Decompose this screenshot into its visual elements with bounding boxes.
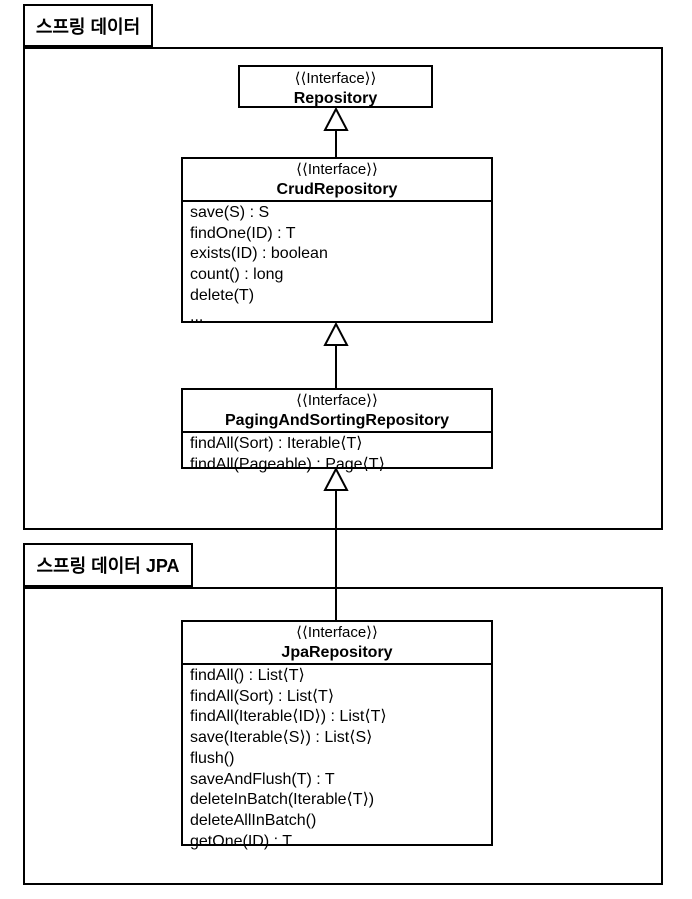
method-item: ...	[190, 307, 204, 325]
package-tab-spring-data-jpa: 스프링 데이터 JPA	[23, 543, 193, 587]
stereotype-label: ⟨⟨Interface⟩⟩	[296, 624, 378, 641]
method-item: getOne(ID) : T	[190, 832, 292, 850]
method-item: findAll(Pageable) : Page⟨T⟩	[190, 455, 385, 473]
method-item: save(S) : S	[190, 204, 270, 221]
method-item: delete(T)	[190, 286, 255, 304]
package-label-spring-data-jpa: 스프링 데이터 JPA	[36, 556, 180, 576]
class-header: ⟨⟨Interface⟩⟩ PagingAndSortingRepository	[183, 390, 491, 431]
class-name: PagingAndSortingRepository	[225, 412, 449, 429]
stereotype-label: ⟨⟨Interface⟩⟩	[296, 392, 378, 409]
class-name: Repository	[293, 90, 378, 107]
class-box-crud-repository: ⟨⟨Interface⟩⟩ CrudRepository save(S) : S…	[181, 157, 493, 325]
method-item: count() : long	[190, 266, 284, 284]
method-item: findAll(Iterable⟨ID⟩) : List⟨T⟩	[190, 708, 387, 726]
method-item: findAll(Sort) : Iterable⟨T⟩	[190, 435, 363, 452]
method-item: save(Iterable⟨S⟩) : List⟨S⟩	[190, 729, 373, 747]
stereotype-label: ⟨⟨Interface⟩⟩	[294, 70, 377, 87]
package-tab-spring-data: 스프링 데이터	[23, 4, 153, 47]
method-item: saveAndFlush(T) : T	[190, 770, 335, 788]
package-label-spring-data: 스프링 데이터	[35, 16, 141, 37]
method-item: findAll() : List⟨T⟩	[190, 667, 305, 684]
class-box-paging-and-sorting-repository: ⟨⟨Interface⟩⟩ PagingAndSortingRepository…	[181, 388, 493, 473]
class-header: ⟨⟨Interface⟩⟩ Repository	[240, 67, 431, 109]
class-header: ⟨⟨Interface⟩⟩ JpaRepository	[183, 622, 491, 663]
methods-compartment: findAll(Sort) : Iterable⟨T⟩ findAll(Pagea…	[183, 431, 491, 475]
method-item: findOne(ID) : T	[190, 224, 296, 242]
methods-compartment: findAll() : List⟨T⟩ findAll(Sort) : List⟨…	[183, 663, 491, 852]
method-item: exists(ID) : boolean	[190, 245, 328, 263]
method-item: flush()	[190, 749, 235, 767]
class-name: CrudRepository	[276, 181, 398, 198]
class-name: JpaRepository	[281, 644, 393, 661]
class-header: ⟨⟨Interface⟩⟩ CrudRepository	[183, 159, 491, 200]
method-item: deleteInBatch(Iterable⟨T⟩)	[190, 791, 375, 809]
class-box-jpa-repository: ⟨⟨Interface⟩⟩ JpaRepository findAll() : …	[181, 620, 493, 850]
method-item: findAll(Sort) : List⟨T⟩	[190, 687, 335, 705]
class-box-repository: ⟨⟨Interface⟩⟩ Repository	[238, 65, 433, 108]
method-item: deleteAllInBatch()	[190, 811, 317, 829]
stereotype-label: ⟨⟨Interface⟩⟩	[296, 161, 378, 178]
methods-compartment: save(S) : S findOne(ID) : T exists(ID) : b…	[183, 200, 491, 327]
